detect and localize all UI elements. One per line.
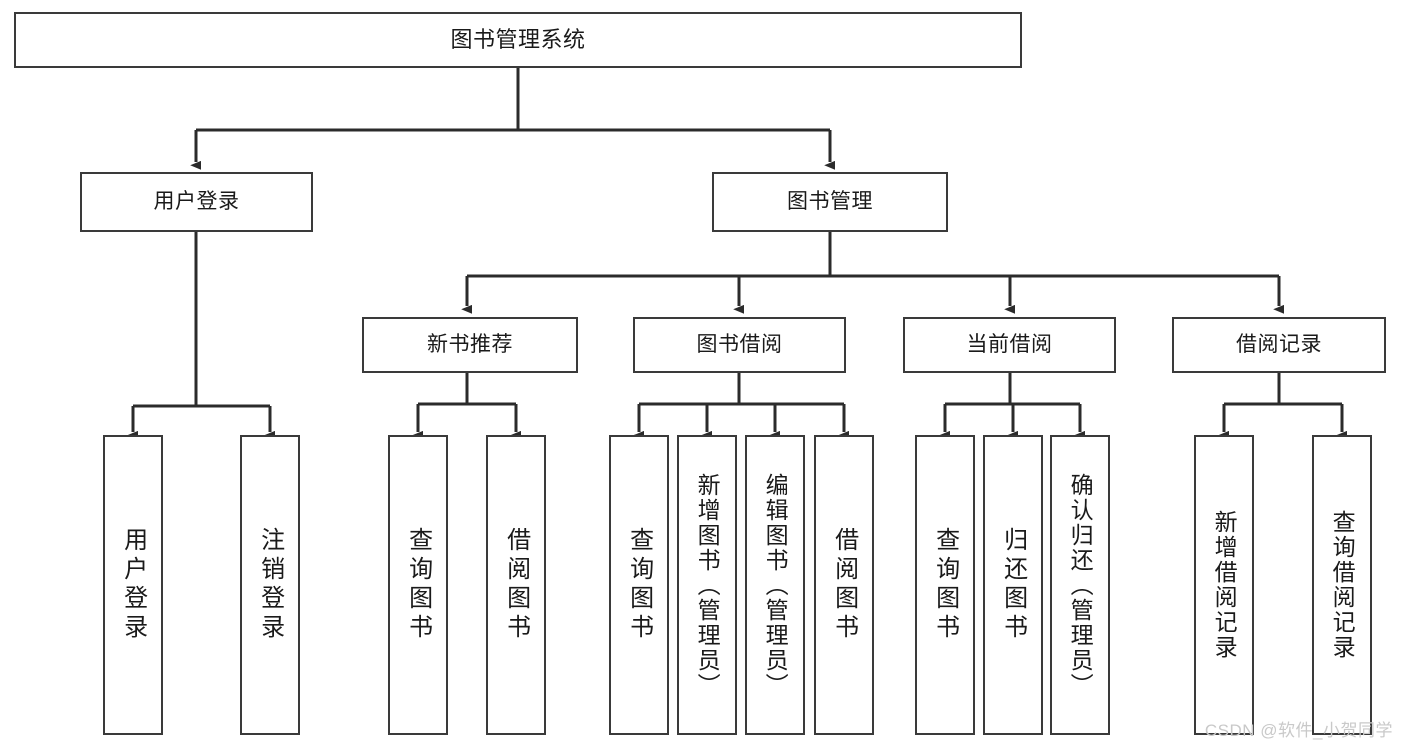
leaf-borrow-book-borrowing[interactable]: 借阅图书 [814, 435, 874, 735]
node-label: 查询图书 [625, 527, 653, 643]
node-label: 编辑图书（管理员） [762, 472, 789, 698]
node-book-borrowing[interactable]: 图书借阅 [633, 317, 846, 373]
node-label: 归还图书 [999, 527, 1027, 643]
node-label: 查询借阅记录 [1329, 510, 1356, 660]
node-label: 借阅图书 [830, 527, 858, 643]
node-label: 当前借阅 [966, 332, 1053, 356]
leaf-query-book-current-borrowing[interactable]: 查询图书 [915, 435, 975, 735]
node-book-management[interactable]: 图书管理 [712, 172, 948, 232]
node-label: 图书管理系统 [450, 27, 586, 53]
leaf-user-login[interactable]: 用户登录 [103, 435, 163, 735]
leaf-add-borrowing-record[interactable]: 新增借阅记录 [1194, 435, 1254, 735]
node-root-book-management-system[interactable]: 图书管理系统 [14, 12, 1022, 68]
leaf-logout[interactable]: 注销登录 [240, 435, 300, 735]
node-label: 注销登录 [256, 527, 284, 643]
node-borrowing-record[interactable]: 借阅记录 [1172, 317, 1386, 373]
node-label: 新增图书（管理员） [694, 472, 721, 698]
leaf-confirm-return-admin[interactable]: 确认归还（管理员） [1050, 435, 1110, 735]
node-label: 图书借阅 [696, 332, 783, 356]
node-new-book-recommendation[interactable]: 新书推荐 [362, 317, 578, 373]
node-label: 借阅图书 [502, 527, 530, 643]
node-label: 借阅记录 [1236, 332, 1322, 356]
node-label: 查询图书 [931, 527, 959, 643]
node-current-borrowing[interactable]: 当前借阅 [903, 317, 1116, 373]
node-label: 查询图书 [404, 527, 432, 643]
leaf-query-book-borrowing[interactable]: 查询图书 [609, 435, 669, 735]
leaf-return-book[interactable]: 归还图书 [983, 435, 1043, 735]
node-label: 用户登录 [153, 189, 240, 213]
node-label: 确认归还（管理员） [1067, 472, 1094, 698]
leaf-query-borrowing-record[interactable]: 查询借阅记录 [1312, 435, 1372, 735]
leaf-add-book-admin[interactable]: 新增图书（管理员） [677, 435, 737, 735]
leaf-edit-book-admin[interactable]: 编辑图书（管理员） [745, 435, 805, 735]
leaf-borrow-book-new-recommendation[interactable]: 借阅图书 [486, 435, 546, 735]
node-label: 图书管理 [787, 189, 873, 213]
leaf-query-book-new-recommendation[interactable]: 查询图书 [388, 435, 448, 735]
node-user-login[interactable]: 用户登录 [80, 172, 313, 232]
node-label: 用户登录 [119, 527, 147, 643]
node-label: 新书推荐 [427, 332, 513, 356]
node-label: 新增借阅记录 [1211, 510, 1238, 660]
watermark-text: CSDN @软件_小贺同学 [1204, 721, 1393, 740]
